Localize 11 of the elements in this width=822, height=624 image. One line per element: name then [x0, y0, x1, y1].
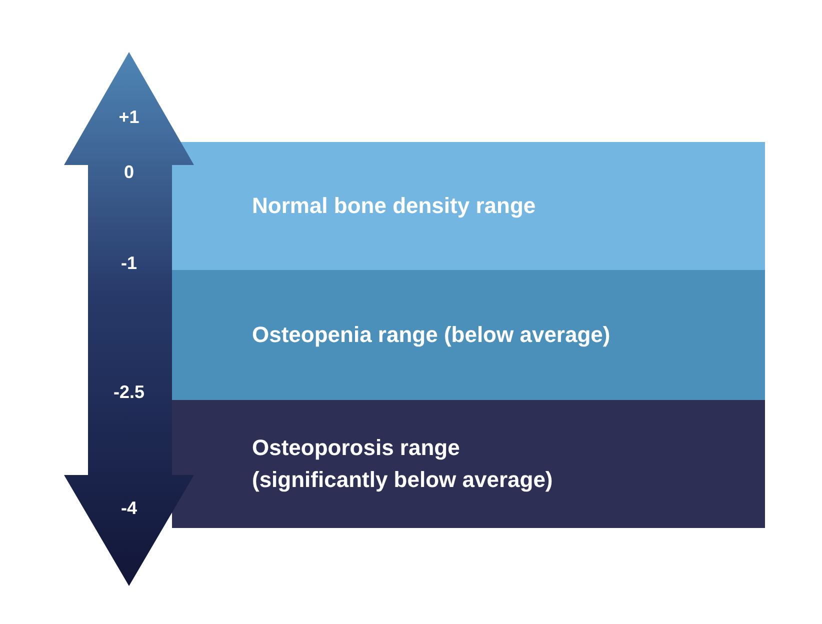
scale-value: 0: [122, 161, 135, 183]
range-label: Osteoporosis range (significantly below average): [252, 434, 554, 494]
scale-value: -1: [120, 252, 138, 274]
range-band: [172, 142, 765, 270]
range-band: [172, 270, 765, 400]
scale-value: -2.5: [112, 381, 146, 403]
scale-value: +1: [118, 106, 140, 128]
scale-value: -4: [120, 497, 138, 519]
range-band: [172, 400, 765, 528]
range-label: Osteopenia range (below average): [252, 321, 610, 349]
range-label: Normal bone density range: [252, 192, 536, 220]
